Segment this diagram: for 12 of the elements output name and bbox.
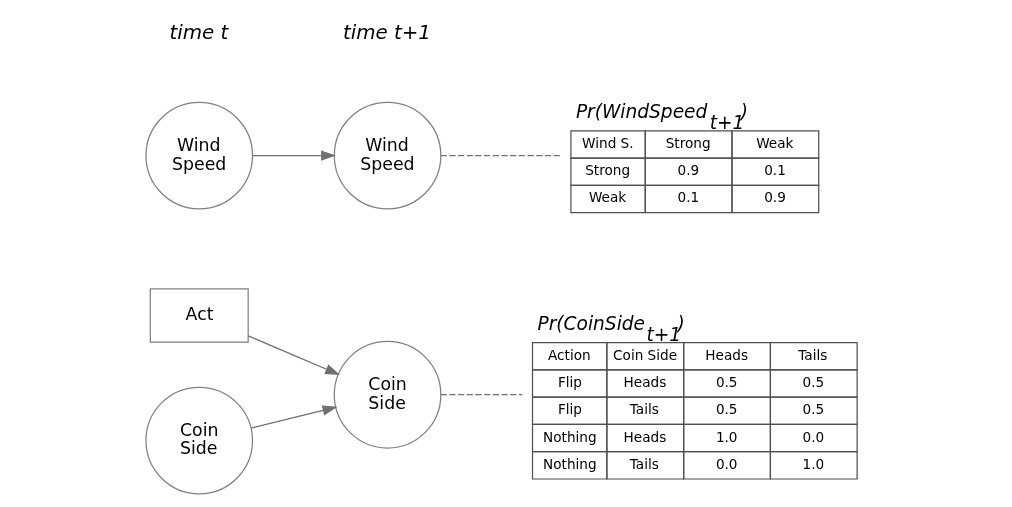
node-circle: Coin Side — [333, 340, 441, 449]
arrow — [251, 150, 336, 161]
arrow — [250, 405, 337, 429]
label: time t — [169, 20, 228, 44]
arrow — [247, 335, 340, 375]
node-circle: Wind Speed — [333, 101, 441, 210]
connector — [439, 394, 523, 396]
node-circle: Wind Speed — [144, 101, 253, 210]
connector — [439, 155, 561, 157]
node-box: Act — [149, 288, 249, 343]
node-circle: Coin Side — [144, 386, 253, 495]
label: time t+1 — [342, 20, 431, 44]
